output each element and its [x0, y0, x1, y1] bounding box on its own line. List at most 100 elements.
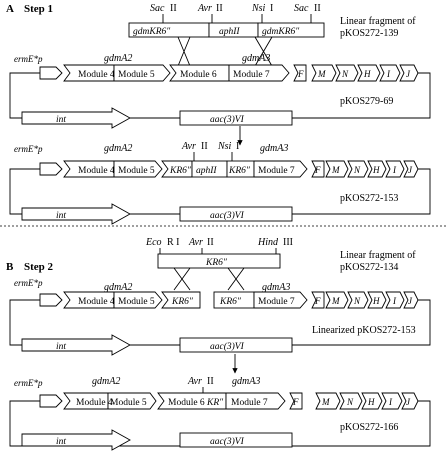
gdmA3-label: gdmA3	[242, 53, 270, 64]
site-avrII-num: II	[216, 3, 223, 14]
panel-b-letter: B	[6, 261, 14, 273]
panel-a-letter: A	[6, 3, 14, 15]
gene-F-box-2	[311, 160, 325, 178]
gene-I-label: I	[386, 69, 391, 79]
panel-b-step: Step 2	[24, 261, 54, 273]
module-6-label-4: Module 6	[168, 398, 205, 408]
module-5-label-2: Module 5	[118, 166, 155, 176]
module-7-label: Module 7	[233, 70, 270, 80]
site-sacII-left-num: II	[170, 3, 177, 14]
site-nsi-num-a2: I	[236, 141, 239, 152]
gdmA2-label: gdmA2	[104, 53, 132, 64]
fragment-b-caption-1: Linear fragment of	[340, 250, 416, 261]
int-arrow-4	[21, 429, 131, 451]
module-5-box-4	[107, 392, 157, 410]
gene-I-box-4	[381, 392, 403, 410]
module-5-label: Module 5	[118, 70, 155, 80]
plasmid-pKOS272-166: ermE*p gdmA2 Avr II gdmA3 Module 4 Modul…	[9, 376, 431, 451]
module-4-label-2: Module 4	[78, 166, 115, 176]
gene-J-label: J	[406, 69, 411, 79]
module-4-label: Module 4	[78, 70, 115, 80]
site-avrII-enzyme: Avr	[197, 3, 212, 14]
gene-J-label-4: J	[406, 397, 411, 407]
plasmid-a1-name: pKOS279-69	[340, 96, 393, 107]
module-7-label-4: Module 7	[231, 398, 268, 408]
gene-M-box-2	[325, 160, 349, 178]
gene-J-box-4	[401, 392, 419, 410]
site-avrII-num-b: II	[207, 237, 214, 248]
gene-F-box-4	[289, 392, 303, 410]
aac-box	[179, 110, 293, 126]
gene-J-box-2	[403, 160, 419, 178]
fragment-a-site-ticks	[162, 14, 312, 23]
gene-N-box	[335, 64, 359, 82]
ermE-promoter-arrow	[39, 66, 63, 80]
crossover-lines-a	[177, 36, 273, 67]
int-arrow-2	[21, 203, 131, 225]
gene-H-box	[357, 64, 381, 82]
site-sacII-right-enzyme: Sac	[294, 3, 309, 14]
site-nsiI-enzyme: Nsi	[251, 3, 266, 14]
gene-J-box-3	[403, 291, 419, 309]
fragment-a-box-right	[257, 22, 325, 38]
site-ecoRI-enzyme: Eco	[145, 237, 162, 248]
module-4-box-3	[63, 291, 115, 309]
module-7-box-2	[253, 160, 308, 178]
ermE-promoter-label: ermE*p	[14, 54, 43, 64]
aac-box-4	[179, 432, 293, 448]
gene-M-label-2: M	[331, 165, 340, 175]
module-6-label: Module 6	[180, 70, 217, 80]
linear-fragment-a: Sac II Avr II Nsi I Sac II gdmKR6″ aphII…	[128, 3, 416, 39]
site-avr-num-a2: II	[201, 141, 208, 152]
int-arrow-3	[21, 334, 131, 356]
gene-N-label: N	[341, 69, 349, 79]
gene-F-box	[293, 64, 307, 82]
kr6-right-label-a2: KR6″	[228, 166, 251, 176]
aac-label-4: aac(3)VI	[210, 436, 245, 447]
module-6-kr-box-b2	[157, 392, 227, 410]
aphII-label-a2: aphII	[196, 166, 217, 176]
kr-label-b2: KR″	[206, 398, 224, 408]
kr6-left-label-b1: KR6″	[171, 297, 194, 307]
module-5-label-4: Module 5	[110, 398, 147, 408]
gene-M-box-4	[315, 392, 341, 410]
ermE-promoter-arrow-2	[39, 162, 63, 176]
plasmid-a2-site-ticks	[193, 152, 233, 161]
gdmA3-label-4: gdmA3	[232, 376, 260, 387]
crossover-lines-b	[173, 267, 245, 291]
module-4-label-4: Module 4	[76, 398, 113, 408]
gene-N-label-2: N	[353, 165, 361, 175]
gene-J-box	[399, 64, 419, 82]
gene-M-box-3	[325, 291, 349, 309]
gene-H-label-4: H	[367, 397, 375, 407]
gene-J-label-3: J	[408, 296, 413, 306]
fragment-b-caption-2: pKOS272-134	[340, 262, 398, 273]
gdmKR6-right-label: gdmKR6″	[262, 27, 300, 37]
gdmA2-label-4: gdmA2	[92, 376, 120, 387]
gene-H-box-3	[367, 291, 387, 309]
aac-label-3: aac(3)VI	[210, 341, 245, 352]
gene-F-label-4: F	[292, 397, 299, 407]
int-label-4: int	[56, 437, 66, 447]
gene-J-label-2: J	[408, 165, 413, 175]
gene-F-label: F	[297, 69, 304, 79]
module-4-box-2	[63, 160, 115, 178]
module-6-box	[169, 64, 230, 82]
aphII-label: aphII	[219, 27, 240, 37]
module-5-box	[113, 64, 171, 82]
fragment-b-kr6-label: KR6″	[205, 258, 228, 268]
ermE-promoter-arrow-3	[39, 293, 63, 307]
module-5-label-3: Module 5	[118, 297, 155, 307]
gdmA3-label-3: gdmA3	[262, 282, 290, 293]
site-avr-enzyme-a2: Avr	[181, 141, 196, 152]
plasmid-linearized-pKOS272-153: ermE*p gdmA2 gdmA3 Module 4 Module 5 KR6…	[9, 278, 431, 356]
gene-F-label-2: F	[314, 165, 321, 175]
site-ecoRI-num: R I	[167, 237, 180, 248]
linear-fragment-b: Eco R I Avr II Hind III KR6″ Linear frag…	[145, 237, 416, 273]
gene-H-box-2	[367, 160, 387, 178]
aac-box-3	[179, 337, 293, 353]
module-7-label-3: Module 7	[258, 297, 295, 307]
gene-I-box	[379, 64, 401, 82]
site-hindIII-enzyme: Hind	[257, 237, 279, 248]
